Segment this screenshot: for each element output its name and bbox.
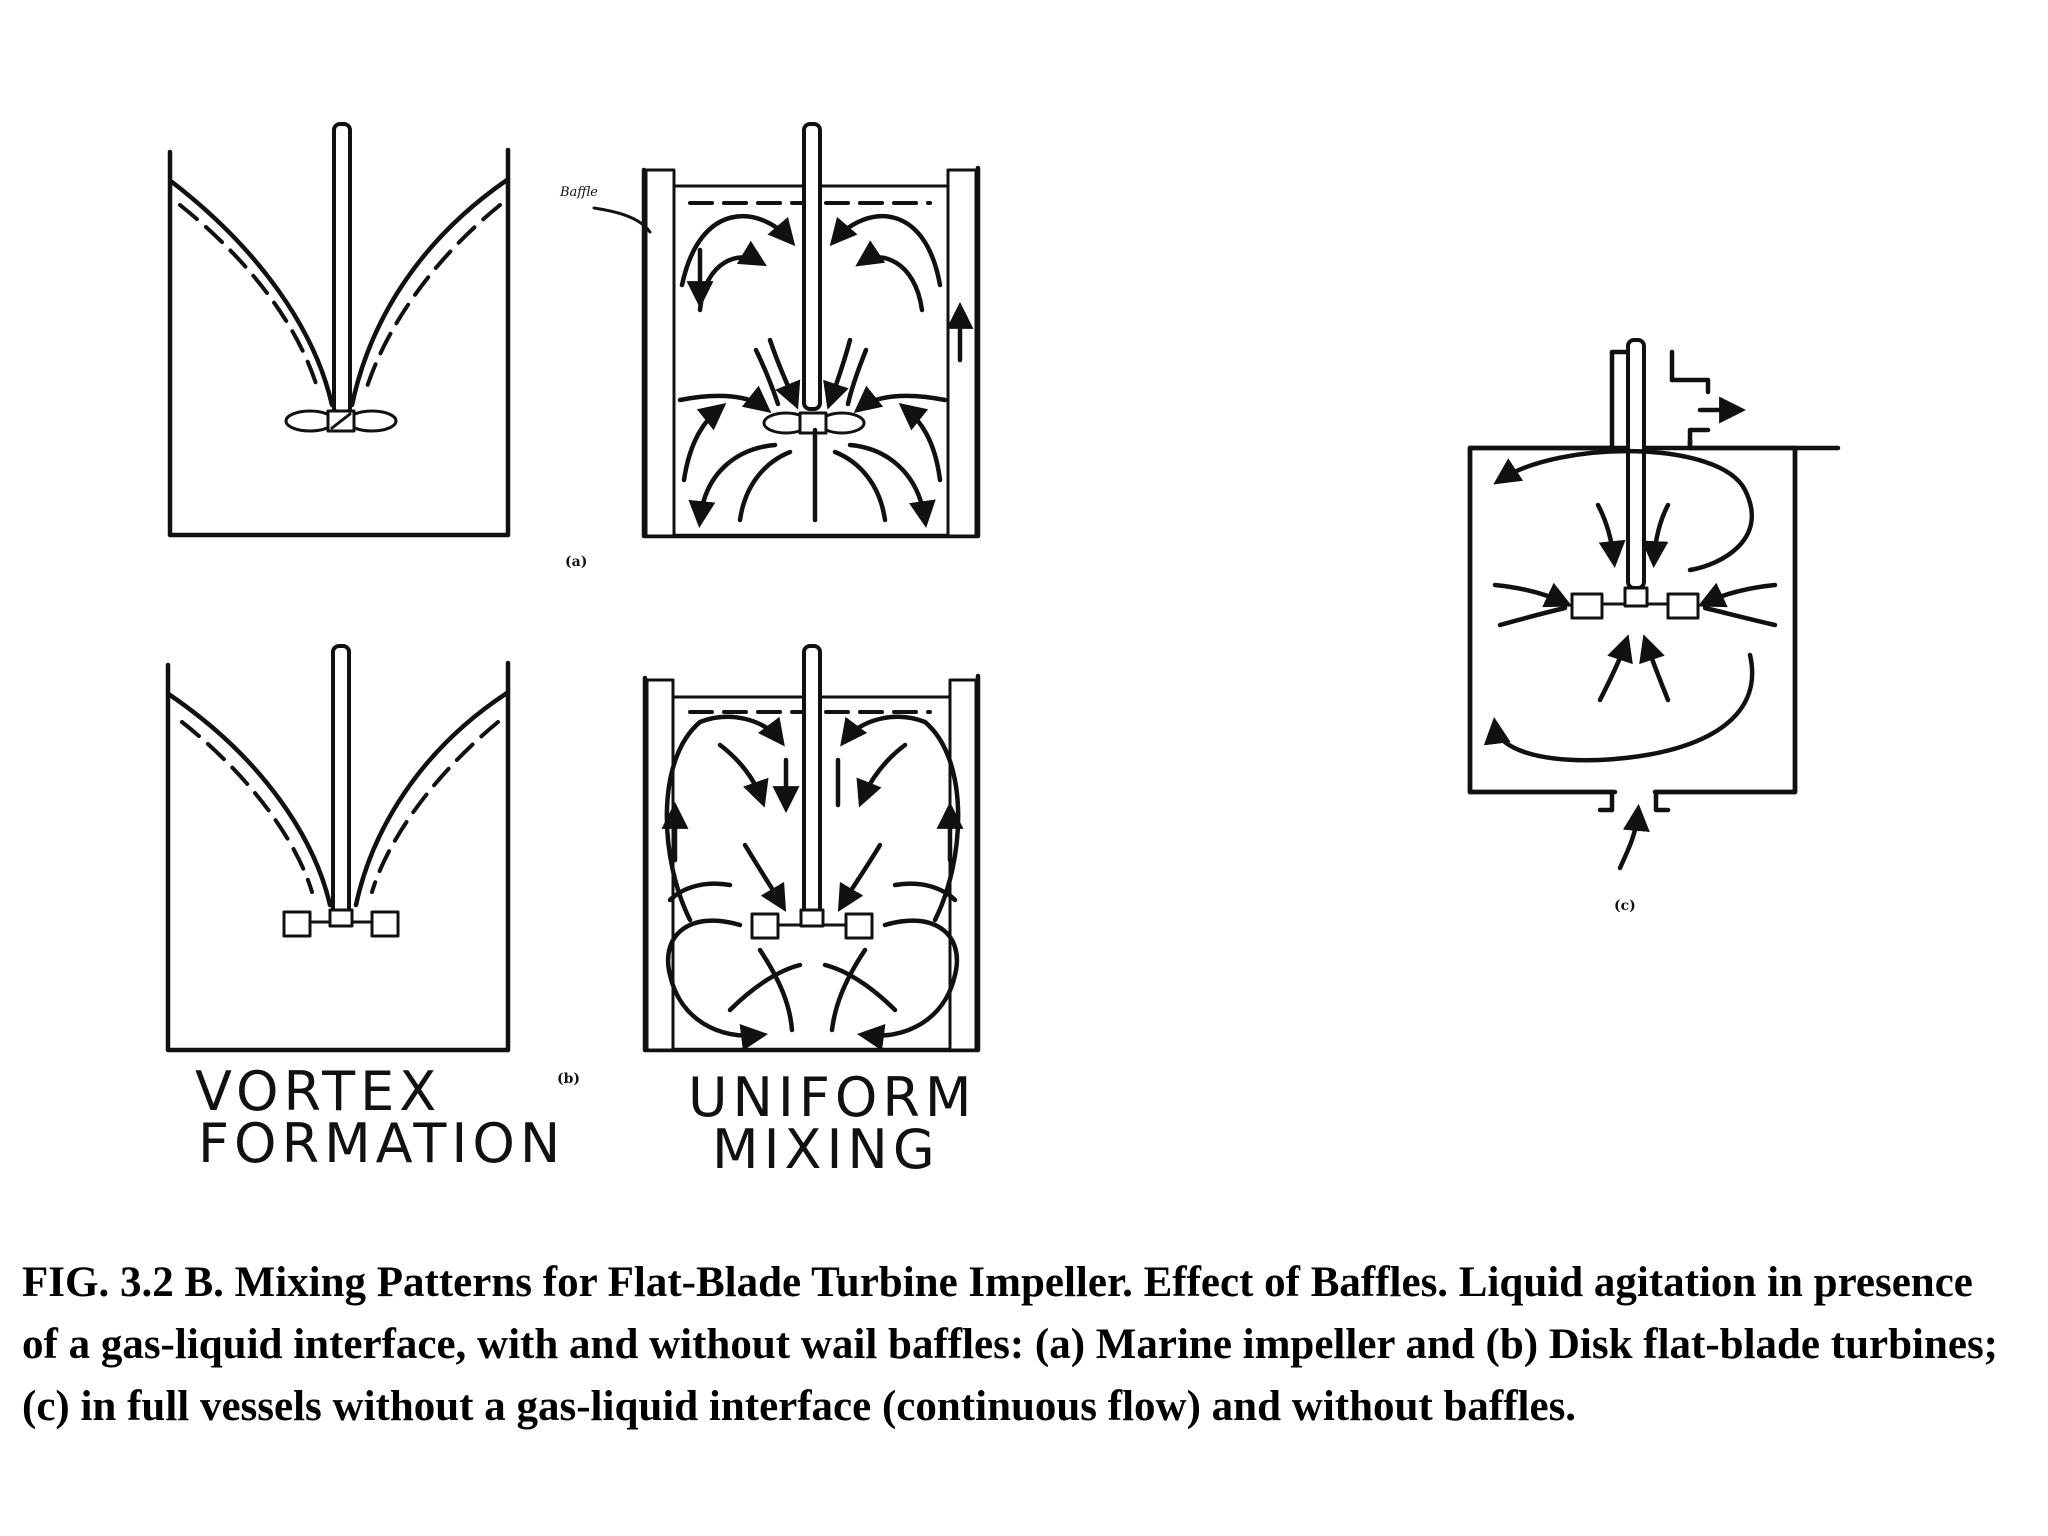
inlet-nozzle xyxy=(1597,789,1671,813)
right-baffle xyxy=(946,168,978,538)
panel-label-b: (b) xyxy=(557,1071,580,1087)
impeller-shaft xyxy=(802,122,822,411)
impeller-shaft xyxy=(1626,338,1646,590)
outlet-nozzle xyxy=(1609,349,1711,451)
vortex-surface xyxy=(169,177,510,408)
svg-text:VORTEX: VORTEX xyxy=(195,1060,441,1123)
panel-label-c: (c) xyxy=(1614,898,1636,914)
tank-full-vessel xyxy=(1467,338,1841,871)
marine-propeller xyxy=(284,409,398,433)
marine-propeller xyxy=(762,411,866,435)
left-baffle xyxy=(645,678,675,1052)
tank-marine-baffled xyxy=(592,122,981,539)
tank-marine-unbaffled xyxy=(167,122,511,538)
baffle-label: Baffle xyxy=(559,185,598,200)
flow-arrows-turbine xyxy=(661,714,964,1051)
tank-turbine-baffled xyxy=(642,644,981,1053)
vortex-formation-label: VORTEX FORMATION xyxy=(195,1060,565,1175)
impeller-shaft xyxy=(331,644,351,916)
disk-turbine xyxy=(750,908,874,940)
mixing-patterns-figure: Baffle (a) xyxy=(165,122,1841,1181)
flow-arrows-full-vessel xyxy=(1483,396,1778,871)
left-baffle xyxy=(644,168,676,538)
baffle-leader-line xyxy=(592,206,652,234)
panel-label-a: (a) xyxy=(565,554,587,570)
uniform-mixing-label: UNIFORM MIXING xyxy=(688,1066,977,1181)
svg-text:MIXING: MIXING xyxy=(712,1118,940,1181)
flow-arrows-marine xyxy=(677,214,974,529)
svg-text:FORMATION: FORMATION xyxy=(198,1112,565,1175)
impeller-shaft xyxy=(802,644,822,916)
disk-turbine xyxy=(282,908,400,938)
tank-turbine-unbaffled xyxy=(165,644,511,1053)
vortex-surface xyxy=(167,690,510,908)
svg-text:UNIFORM: UNIFORM xyxy=(688,1066,977,1129)
impeller-shaft xyxy=(332,122,352,416)
disk-turbine xyxy=(1570,586,1700,620)
figure-caption: FIG. 3.2 B. Mixing Patterns for Flat-Bla… xyxy=(22,1259,1999,1430)
